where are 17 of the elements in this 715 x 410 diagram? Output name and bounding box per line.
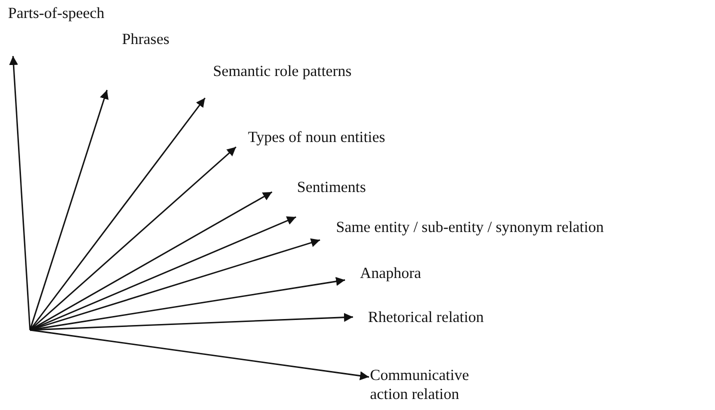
node-label: Types of noun entities — [248, 128, 386, 147]
arrow — [29, 98, 206, 330]
node-label: Semantic role patterns — [213, 62, 352, 81]
node-label: Rhetorical relation — [368, 308, 484, 327]
arrow — [30, 312, 354, 331]
node-label: Same entity / sub-entity / synonym relation — [336, 218, 604, 237]
node-label: Communicative action relation — [370, 366, 490, 404]
arrow — [30, 191, 272, 331]
node-label: Parts-of-speech — [8, 4, 104, 23]
arrow — [30, 329, 370, 380]
node-label: Phrases — [122, 30, 170, 49]
arrow — [9, 56, 31, 330]
node-label: Sentiments — [297, 178, 366, 197]
arrow — [30, 276, 346, 331]
arrow — [30, 146, 236, 331]
node-label: Anaphora — [360, 264, 422, 283]
arrow — [29, 90, 109, 330]
